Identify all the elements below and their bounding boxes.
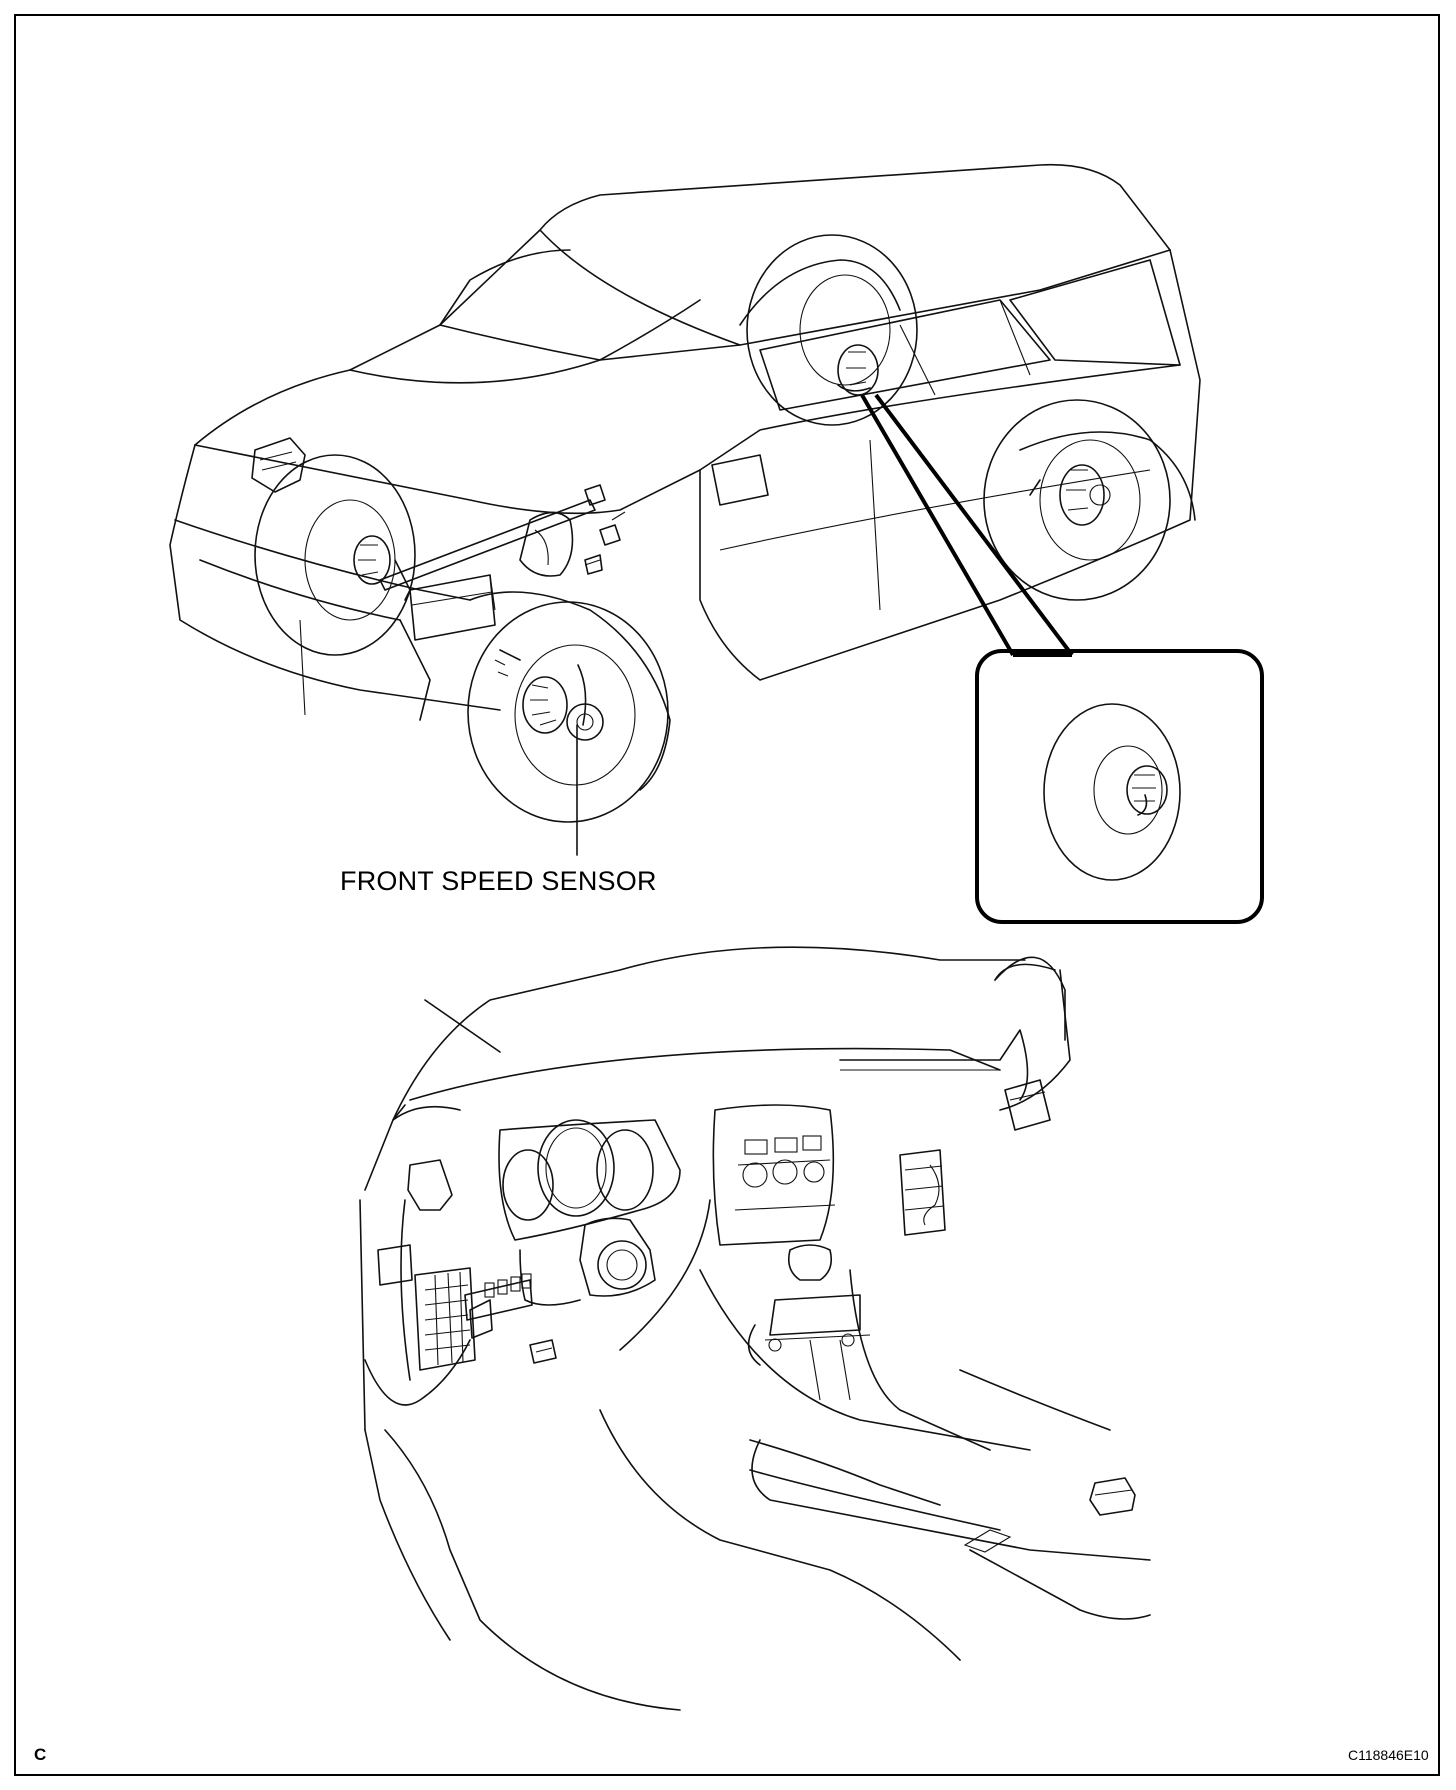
front-left-wheel (467, 601, 669, 823)
front-speed-sensor-label: FRONT SPEED SENSOR (340, 866, 657, 896)
rear-right-wheel (746, 234, 918, 426)
rear-sensor-magnifier (860, 393, 1264, 924)
rear-left-wheel (983, 399, 1171, 601)
diagram-frame (14, 14, 1440, 1776)
dashboard-illustration (359, 946, 1151, 1711)
engine-bay-components (251, 437, 626, 641)
corner-letter: C (34, 1745, 47, 1764)
figure-id: C118846E10 (1348, 1747, 1429, 1763)
vehicle-illustration (169, 163, 1201, 791)
